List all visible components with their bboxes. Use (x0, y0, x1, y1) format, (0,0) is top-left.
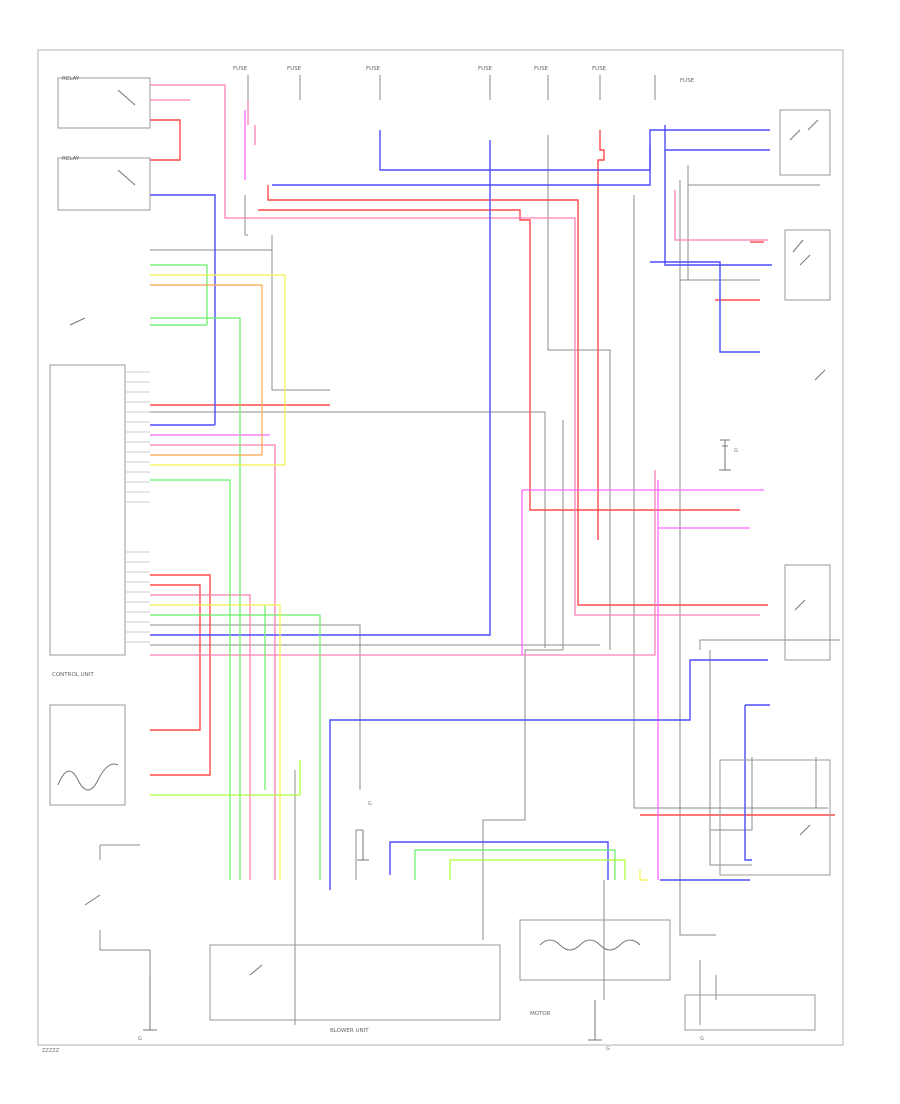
ground-symbols (143, 440, 731, 1041)
ground-left (143, 975, 157, 1031)
relay-label-2: RELAY (62, 156, 80, 162)
labels: FUSE FUSE FUSE FUSE FUSE FUSE FUSE RELAY… (42, 66, 738, 1054)
orange-wires (150, 284, 263, 456)
ground-label-1: G (138, 1036, 142, 1042)
motor-label: MOTOR (530, 1011, 551, 1017)
diagram-frame (37, 49, 844, 1046)
red-wires (150, 119, 835, 816)
yellow-wires (150, 274, 648, 881)
switch-box-2 (784, 229, 831, 301)
motor-box (519, 919, 671, 981)
ground-label-5: G (700, 1036, 704, 1042)
pink-wires (150, 84, 768, 880)
ground-label-4: G (734, 448, 738, 454)
ground-label-3: G (606, 1046, 610, 1052)
fuse-label-5: FUSE (534, 66, 549, 72)
relay-box-1 (57, 77, 151, 129)
relay-label-1: RELAY (62, 76, 80, 82)
ground-label-2: G (368, 801, 372, 807)
lime-wires (150, 760, 626, 880)
fuse-label-1: FUSE (233, 66, 248, 72)
blower-unit-label: BLOWER UNIT (330, 1028, 369, 1034)
sensor-box (49, 704, 126, 806)
page-reference: ZZZZZ (42, 1048, 60, 1054)
relay-box-2 (57, 157, 151, 211)
connector-ticks (126, 371, 150, 643)
fuse-label-6: FUSE (592, 66, 607, 72)
switch-symbols (57, 89, 826, 976)
fuse-label-2: FUSE (287, 66, 302, 72)
fuse-label-3: FUSE (366, 66, 381, 72)
green-wires (150, 264, 616, 880)
switch-box-4 (719, 759, 831, 876)
control-unit-label: CONTROL UNIT (52, 672, 94, 678)
fuse-stubs (247, 75, 656, 100)
ground-motor (588, 1000, 602, 1041)
ground-mid (357, 830, 369, 861)
blower-unit-box (209, 944, 501, 1021)
switch-box-3 (784, 564, 831, 661)
ground-right (719, 440, 731, 471)
magenta-wires (150, 110, 764, 880)
fuse-label-4: FUSE (478, 66, 493, 72)
control-unit-box (49, 364, 126, 656)
gray-wires (99, 135, 840, 1025)
components (49, 77, 831, 1031)
relay-box-bottom (684, 994, 816, 1031)
fuse-label-7: FUSE (680, 78, 695, 84)
switch-box-1 (779, 109, 831, 176)
blue-wires (150, 125, 772, 890)
